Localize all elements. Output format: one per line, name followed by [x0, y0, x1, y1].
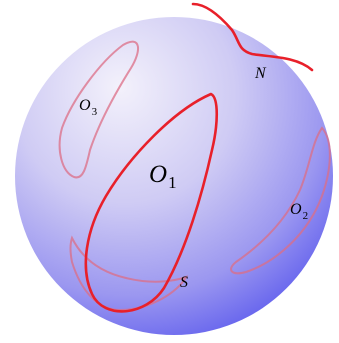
label-north: N — [254, 65, 267, 82]
region-o2-curve — [230, 126, 331, 275]
region-o3-curve — [58, 40, 139, 179]
label-south: S — [180, 274, 188, 291]
label-o1: O1 — [149, 161, 177, 192]
sphere — [15, 17, 333, 335]
region-s-curve — [69, 235, 189, 312]
region-o1-curve — [84, 92, 219, 313]
label-o3: O3 — [79, 97, 98, 118]
label-o2: O2 — [290, 201, 308, 222]
region-n-curve — [191, 2, 314, 72]
